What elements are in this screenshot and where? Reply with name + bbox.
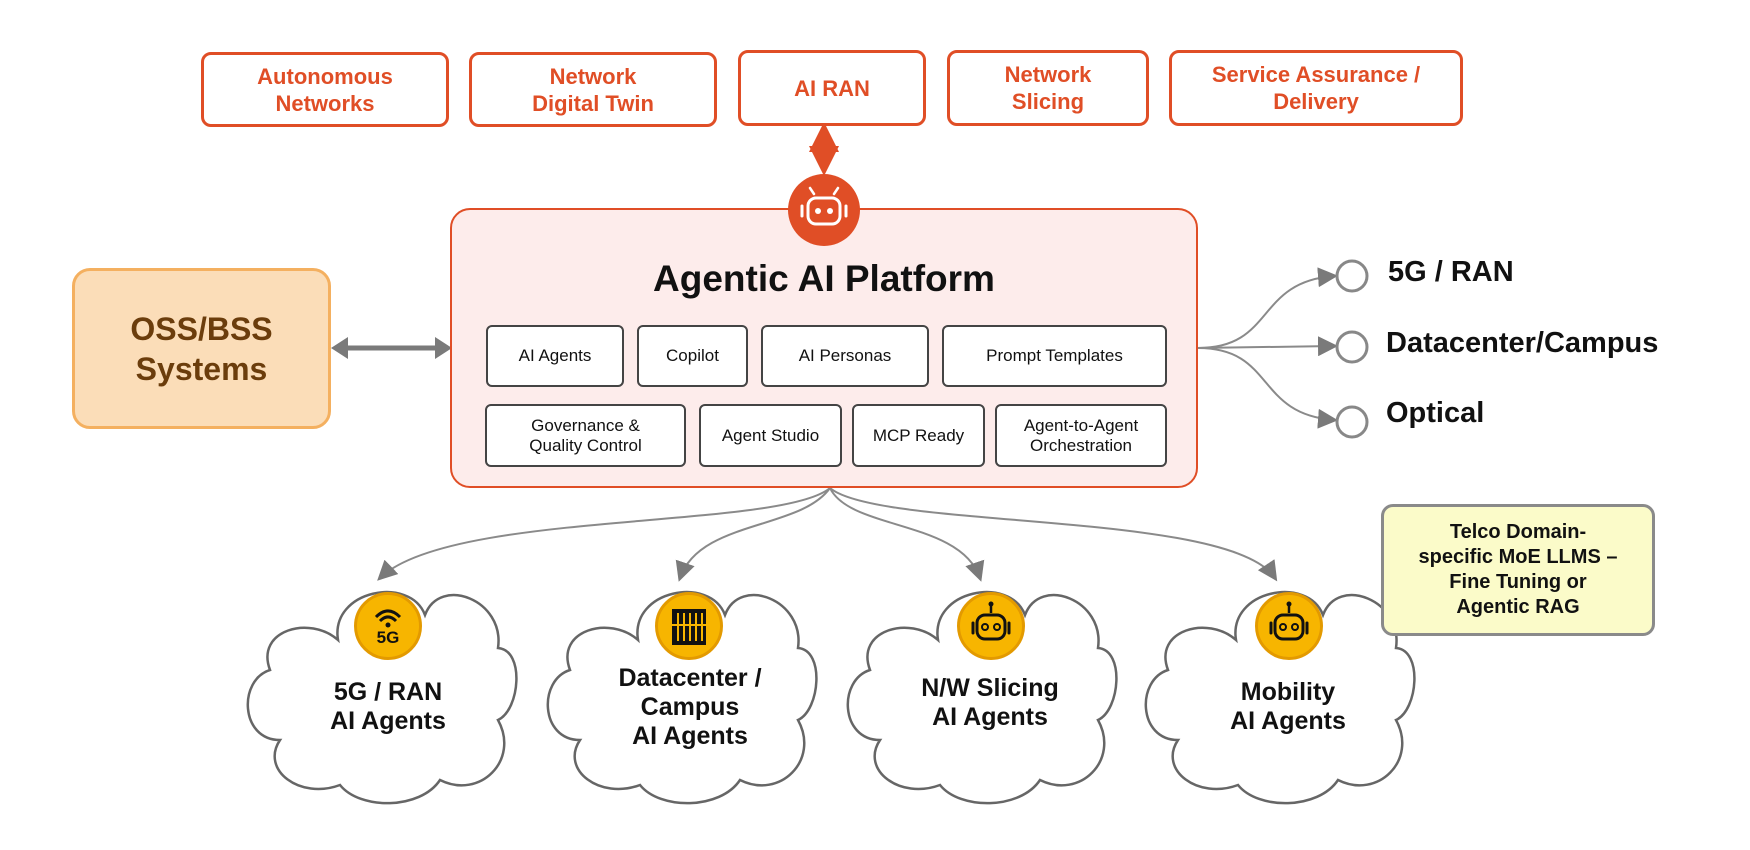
robot-icon [788, 174, 860, 246]
robot-icon [1255, 592, 1323, 660]
feature-prompt-templates: Prompt Templates [942, 325, 1167, 387]
server-rack-icon [655, 592, 723, 660]
oss-bss-systems: OSS/BSS Systems [72, 268, 331, 429]
target-node [1335, 259, 1369, 293]
cloud-shape [846, 591, 1118, 805]
cloud-connectors [377, 487, 1278, 582]
use-case-ai-ran: AI RAN [738, 50, 926, 126]
oss-platform-connector [331, 337, 452, 359]
cloud-shape [1144, 591, 1416, 805]
feature-ai-personas: AI Personas [761, 325, 929, 387]
cloud-datacenter-campus-agents: Datacenter / Campus AI Agents [618, 664, 762, 750]
platform-title: Agentic AI Platform [653, 258, 995, 299]
target-datacenter-campus: Datacenter/Campus [1386, 327, 1659, 359]
target-connectors [1197, 267, 1338, 429]
feature-ai-agents: AI Agents [486, 325, 624, 387]
target-node [1335, 405, 1369, 439]
svg-text:5G: 5G [377, 628, 400, 647]
cloud-shape [246, 591, 518, 805]
use-case-network-slicing: Network Slicing [947, 50, 1149, 126]
feature-governance: Governance & Quality Control [485, 404, 686, 467]
cloud-shape [546, 591, 818, 805]
target-node [1335, 330, 1369, 364]
feature-agent-studio: Agent Studio [699, 404, 842, 467]
use-case-network-digital-twin: Network Digital Twin [469, 52, 717, 127]
feature-mcp-ready: MCP Ready [852, 404, 985, 467]
cloud-mobility-agents: Mobility AI Agents [1230, 678, 1346, 735]
target-5g-ran: 5G / RAN [1388, 256, 1514, 288]
use-case-autonomous-networks: Autonomous Networks [201, 52, 449, 127]
robot-icon [957, 592, 1025, 660]
cloud-5g-ran-agents: 5G / RAN AI Agents [330, 678, 446, 735]
feature-copilot: Copilot [637, 325, 748, 387]
use-case-service-assurance: Service Assurance / Delivery [1169, 50, 1463, 126]
telco-llm-note: Telco Domain- specific MoE LLMS – Fine T… [1381, 504, 1655, 636]
feature-agent-to-agent: Agent-to-Agent Orchestration [995, 404, 1167, 467]
cloud-nw-slicing-agents: N/W Slicing AI Agents [921, 674, 1059, 731]
5g-signal-icon: 5G [354, 592, 422, 660]
target-optical: Optical [1386, 397, 1485, 429]
